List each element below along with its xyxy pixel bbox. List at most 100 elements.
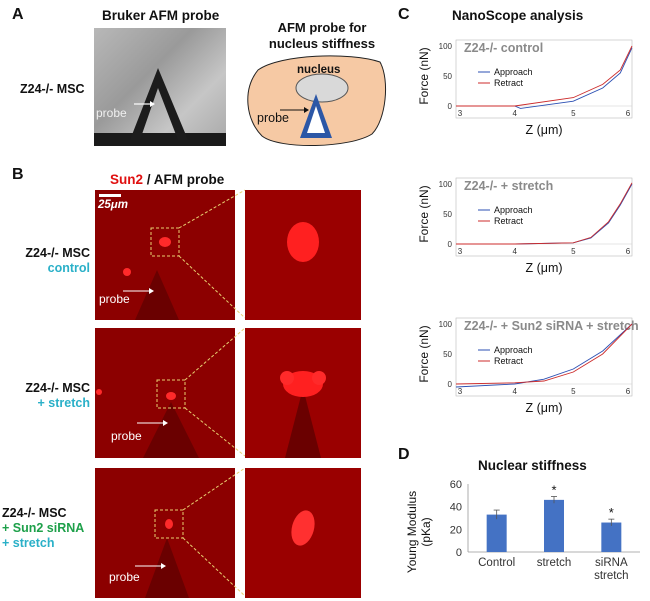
legend-approach-label: Approach [494, 67, 533, 77]
row3-label: Z24-/- MSC + Sun2 siRNA + stretch [2, 506, 96, 551]
diagram-nucleus-label: nucleus [297, 64, 341, 76]
nuclear-stiffness-chart: 0204060Control*stretch*siRNAstretchYoung… [405, 479, 640, 582]
plot-title: Z24-/- + Sun2 siRNA + stretch [464, 319, 639, 333]
afm-probe-micrograph: probe [94, 28, 226, 146]
panel-b-header: Sun2 / AFM probe [110, 172, 224, 187]
x-tick-label: 6 [626, 247, 631, 256]
row2-micrograph: probe [95, 328, 235, 458]
y-tick-label: 20 [450, 524, 462, 536]
y-tick-label: 50 [443, 210, 452, 219]
probe-triangle-icon [94, 68, 226, 146]
diagram-title-line2: nucleus stiffness [268, 36, 376, 51]
bar-3 [601, 522, 622, 552]
row3-micrograph: probe [95, 468, 235, 598]
y-tick-label: 0 [448, 102, 453, 111]
micrograph-probe-label: probe [96, 106, 127, 120]
category-label-line2-3: stretch [594, 570, 629, 582]
category-label-2: stretch [537, 557, 572, 569]
row2-zoom-lines [185, 327, 246, 457]
panel-d-letter: D [398, 446, 410, 463]
sun2-label: Sun2 [110, 172, 144, 187]
series-line-retract [456, 182, 633, 245]
x-axis-label: Z (μm) [525, 261, 562, 275]
y-tick-label: 0 [448, 240, 453, 249]
legend-approach-label: Approach [494, 345, 533, 355]
plot-title: Z24-/- + stretch [464, 179, 553, 193]
scale-bar-label: 25μm [98, 199, 128, 211]
plot-title: Z24-/- control [464, 41, 543, 55]
x-tick-label: 5 [571, 247, 576, 256]
diagram-title: AFM probe for nucleus stiffness [242, 20, 402, 52]
row3-line3: + stretch [2, 536, 55, 550]
legend-retract-label: Retract [494, 216, 524, 226]
x-tick-label: 5 [571, 109, 576, 118]
row2-label: Z24-/- MSC + stretch [6, 381, 90, 411]
row2-line2: + stretch [37, 396, 90, 410]
diagram-probe-label: probe [257, 111, 289, 125]
category-label-3: siRNA [595, 557, 628, 569]
x-tick-label: 3 [458, 387, 463, 396]
legend-retract-label: Retract [494, 356, 524, 366]
y-tick-label: 100 [439, 320, 453, 329]
legend-retract-label: Retract [494, 78, 524, 88]
scale-bar [99, 194, 121, 197]
category-label-1: Control [478, 557, 515, 569]
panel-a-title: Bruker AFM probe [102, 8, 220, 23]
panel-b-letter: B [12, 166, 24, 183]
y-tick-label: 50 [443, 72, 452, 81]
x-tick-label: 4 [512, 109, 517, 118]
y-tick-label: 100 [439, 42, 453, 51]
panel-a-cell-label: Z24-/- MSC [20, 82, 85, 96]
legend-approach-label: Approach [494, 205, 533, 215]
diagram-title-line1: AFM probe for [277, 20, 367, 35]
panel-c-letter: C [398, 6, 410, 23]
x-tick-label: 3 [458, 109, 463, 118]
panel-c-title: NanoScope analysis [452, 8, 584, 23]
y-axis-label-line1: Young Modulus [405, 491, 419, 573]
row3-zoom-lines [183, 467, 246, 597]
nucleus-stiffness-diagram [247, 55, 386, 147]
row3-line2: + Sun2 siRNA [2, 521, 85, 535]
row1-probe-label: probe [99, 292, 130, 306]
row1-label: Z24-/- MSC control [6, 246, 90, 276]
y-axis-label: Force (nN) [417, 325, 431, 382]
row1-line1: Z24-/- MSC [25, 246, 90, 260]
force-plot-2: Z24-/- + stretch 0 50 100 3 4 5 6 ApproachRetrac… [417, 177, 633, 275]
series-line-retract [455, 323, 633, 385]
afm-probe-label: / AFM probe [143, 172, 225, 187]
row2-probe-label: probe [111, 429, 142, 443]
panel-a-letter: A [12, 6, 24, 23]
x-axis-label: Z (μm) [525, 123, 562, 137]
row1-micrograph: 25μm probe [95, 190, 235, 320]
significance-marker-2: * [551, 482, 556, 497]
y-tick-label: 100 [439, 180, 453, 189]
x-tick-label: 3 [458, 247, 463, 256]
y-tick-label: 60 [450, 479, 462, 491]
row1-line2: control [47, 261, 90, 275]
y-tick-label: 50 [443, 350, 452, 359]
bar-1 [486, 514, 507, 552]
x-tick-label: 4 [512, 387, 517, 396]
row1-zoom-lines [179, 189, 246, 319]
y-axis-label: Force (nN) [417, 47, 431, 104]
y-axis-label-line2: (pKa) [419, 517, 433, 546]
significance-marker-3: * [609, 505, 614, 520]
x-tick-label: 6 [626, 387, 631, 396]
x-tick-label: 4 [512, 247, 517, 256]
y-axis-label: Force (nN) [417, 185, 431, 242]
bar-2 [544, 499, 564, 552]
row3-line1: Z24-/- MSC [2, 506, 67, 520]
y-tick-label: 0 [448, 380, 453, 389]
row1-zoom [245, 190, 361, 320]
force-plot-3: Z24-/- + Sun2 siRNA + stretch 0 50 100 3 4 5 6 A… [417, 317, 639, 415]
row3-probe-label: probe [109, 570, 140, 584]
series-line-retract [456, 45, 633, 107]
series-line-approach [455, 323, 633, 388]
panel-d-title: Nuclear stiffness [478, 458, 587, 473]
x-tick-label: 5 [571, 387, 576, 396]
y-tick-label: 40 [450, 502, 462, 514]
row3-zoom [245, 468, 361, 598]
y-tick-label: 0 [456, 547, 462, 559]
